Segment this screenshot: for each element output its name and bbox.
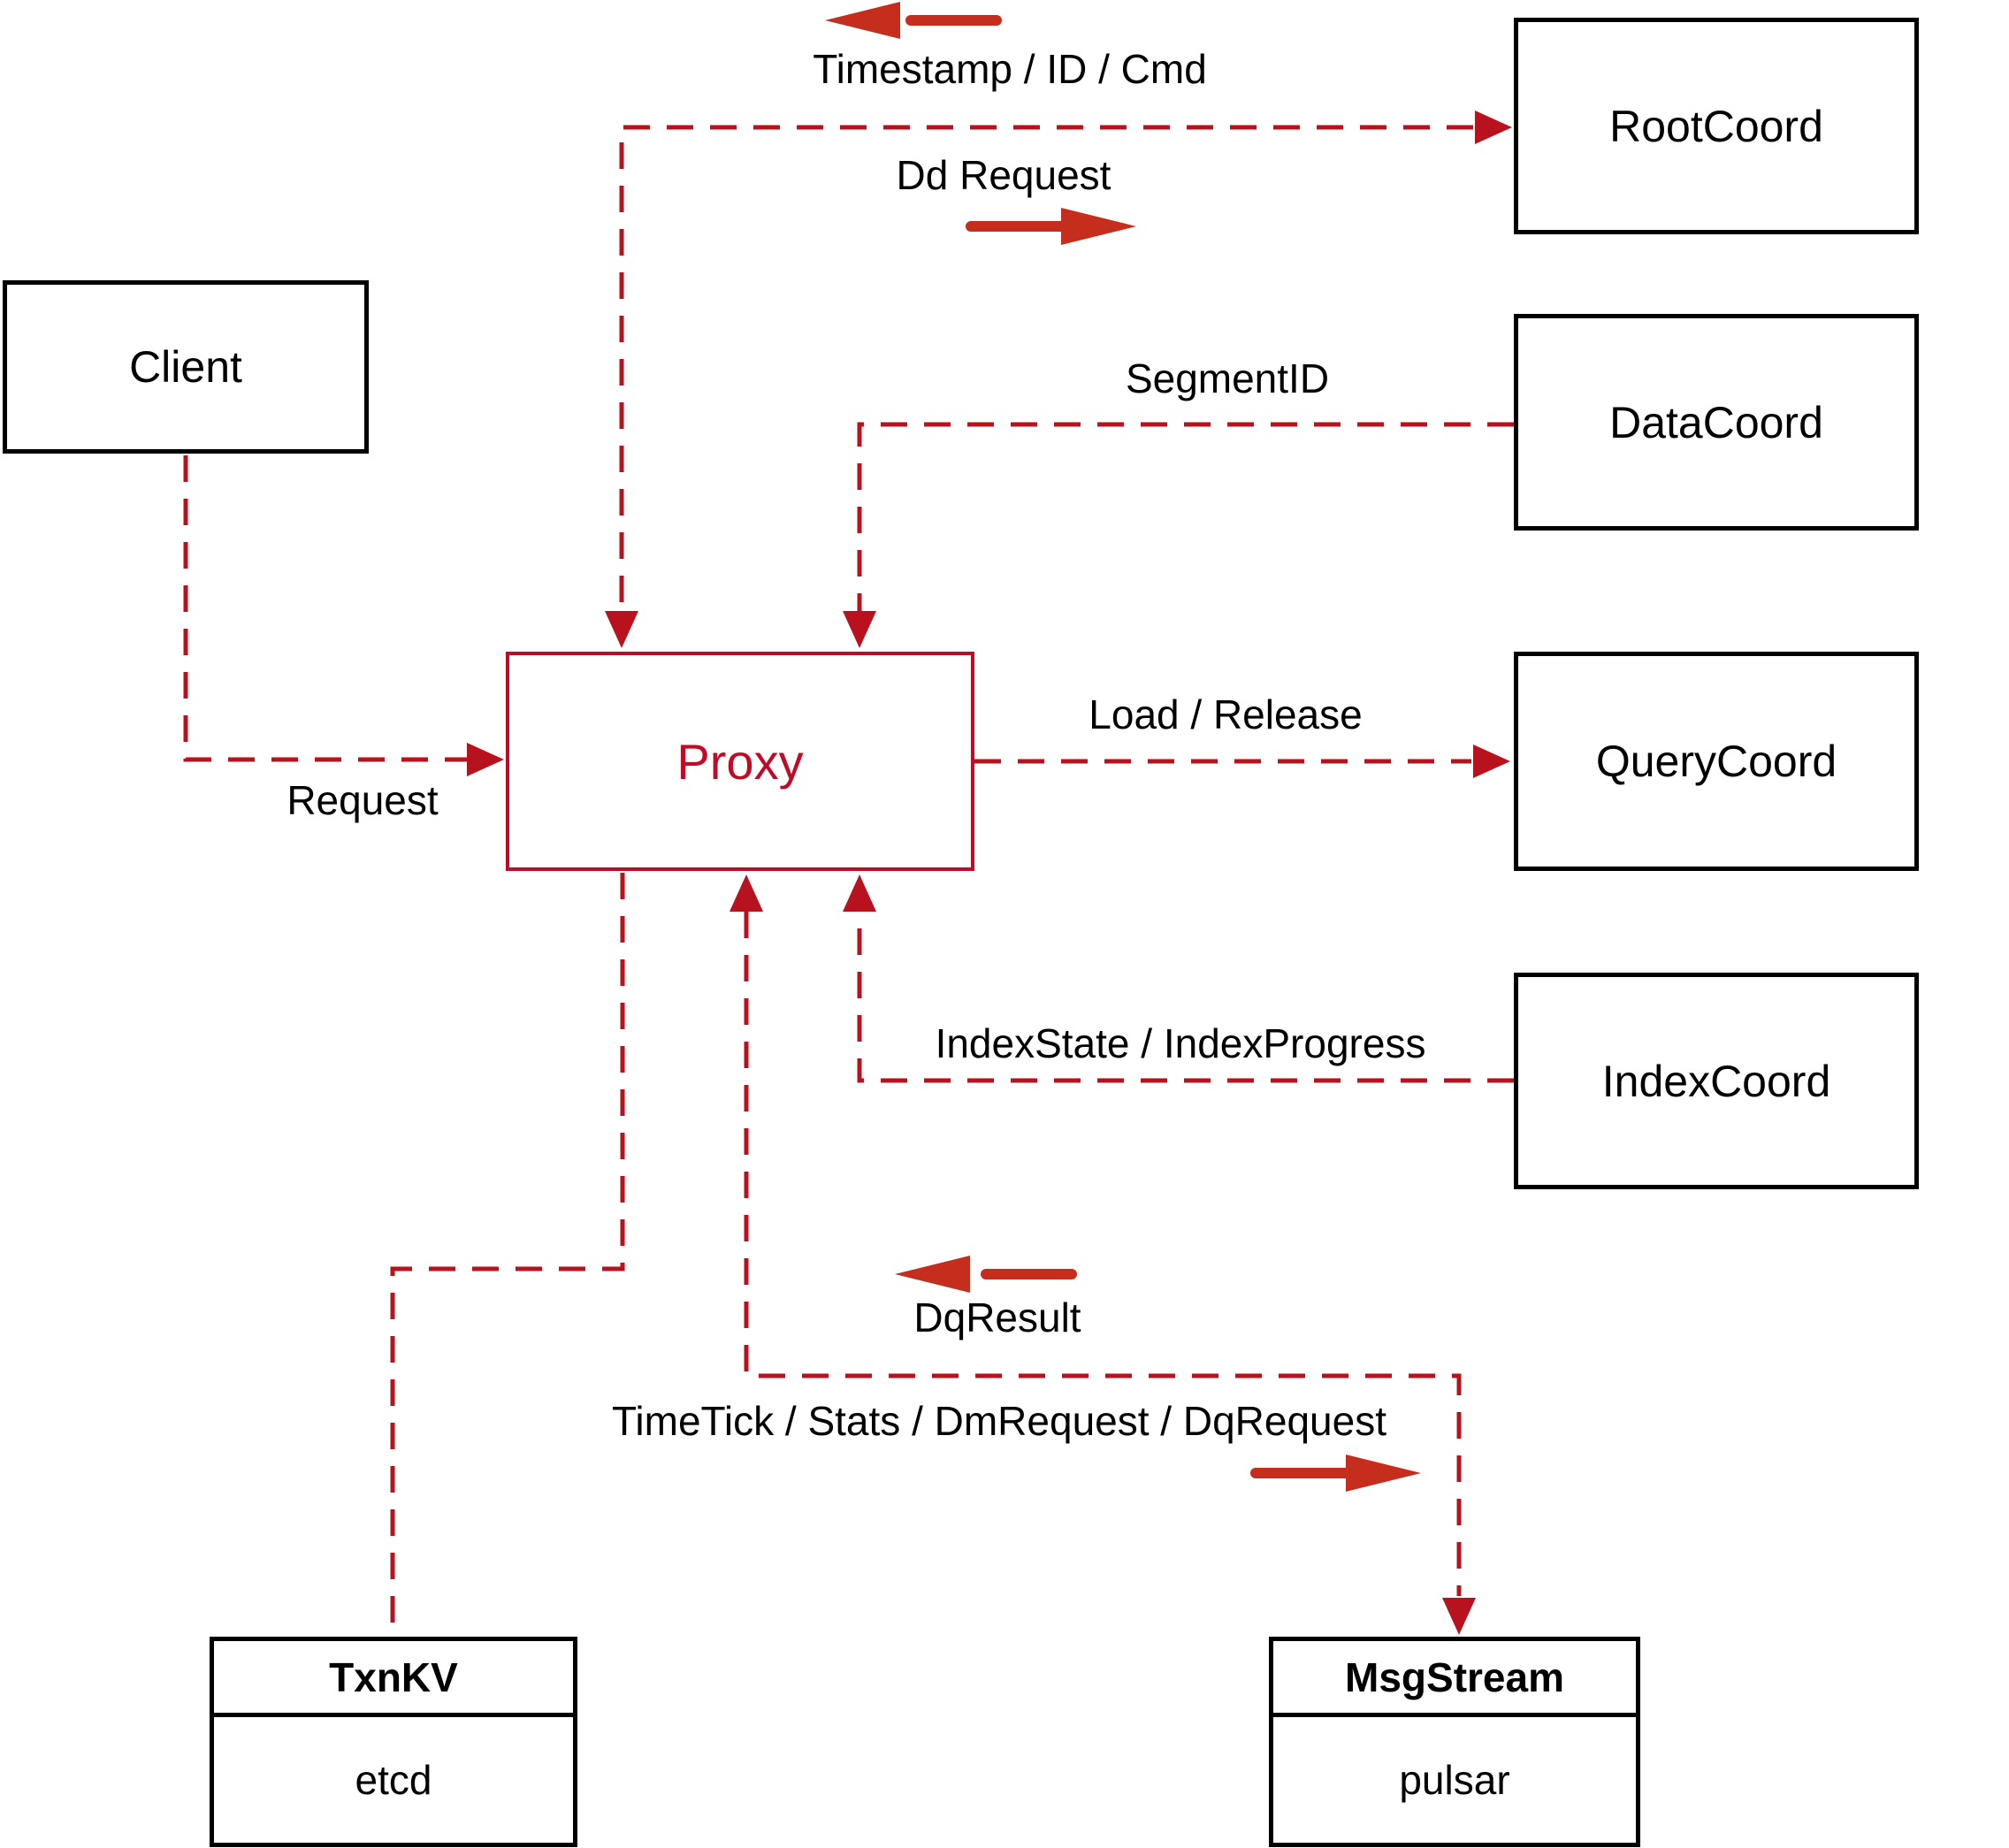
msgstream-node-title: MsgStream	[1273, 1641, 1636, 1717]
dq-result-direction-left-arrow-icon	[895, 1256, 1077, 1293]
edge-label-load-release: Load / Release	[1089, 691, 1363, 737]
edge-label-dq-result: DqResult	[913, 1294, 1081, 1340]
rootcoord-node: RootCoord	[1514, 18, 1919, 234]
timestamp-direction-left-arrow-icon	[825, 2, 1002, 39]
arrowhead-into-proxy-top-left	[605, 611, 638, 648]
timetick-direction-right-arrow-icon	[1250, 1455, 1421, 1492]
dd-request-direction-right-arrow-icon	[966, 208, 1136, 245]
arrowhead-into-msgstream	[1442, 1598, 1476, 1635]
edge-client-proxy	[183, 455, 467, 762]
edge-proxy-txnkv	[390, 873, 625, 1635]
edge-label-segment-id: SegmentID	[1125, 355, 1330, 401]
edge-label-timetick-stats-dm-dq: TimeTick / Stats / DmRequest / DqRequest	[612, 1398, 1386, 1444]
edge-proxy-rootcoord	[619, 125, 1473, 612]
txnkv-node-implementation: etcd	[355, 1757, 432, 1803]
txnkv-node-title: TxnKV	[214, 1641, 573, 1717]
datacoord-node-label: DataCoord	[1609, 397, 1823, 447]
msgstream-node: MsgStream pulsar	[1269, 1637, 1640, 1847]
indexcoord-node-label: IndexCoord	[1601, 1056, 1831, 1106]
edge-label-timestamp-id-cmd: Timestamp / ID / Cmd	[813, 46, 1207, 92]
arrowhead-into-proxy-bottom-mid	[730, 874, 763, 912]
arrowhead-into-querycoord	[1473, 745, 1510, 778]
txnkv-node: TxnKV etcd	[210, 1637, 577, 1847]
rootcoord-node-label: RootCoord	[1609, 101, 1823, 151]
proxy-node-label: Proxy	[676, 733, 804, 790]
querycoord-node: QueryCoord	[1514, 652, 1919, 871]
client-node: Client	[3, 280, 369, 454]
proxy-node: Proxy	[506, 652, 974, 871]
edge-label-request: Request	[286, 777, 439, 823]
edge-indexcoord-proxy	[857, 912, 1514, 1083]
edge-datacoord-proxy	[857, 422, 1514, 612]
arrowhead-into-proxy-left	[467, 743, 504, 776]
edge-proxy-msgstream	[744, 912, 1462, 1596]
arrowhead-into-proxy-bottom-right	[843, 874, 876, 912]
arrowhead-into-rootcoord	[1475, 111, 1512, 144]
edge-label-dd-request: Dd Request	[896, 152, 1111, 198]
edge-label-index-state-progress: IndexState / IndexProgress	[935, 1020, 1426, 1066]
client-node-label: Client	[129, 342, 242, 392]
querycoord-node-label: QueryCoord	[1595, 737, 1837, 786]
indexcoord-node: IndexCoord	[1514, 973, 1919, 1189]
msgstream-node-implementation: pulsar	[1399, 1757, 1510, 1803]
datacoord-node: DataCoord	[1514, 314, 1919, 531]
arrowhead-into-proxy-top-right	[843, 611, 876, 648]
